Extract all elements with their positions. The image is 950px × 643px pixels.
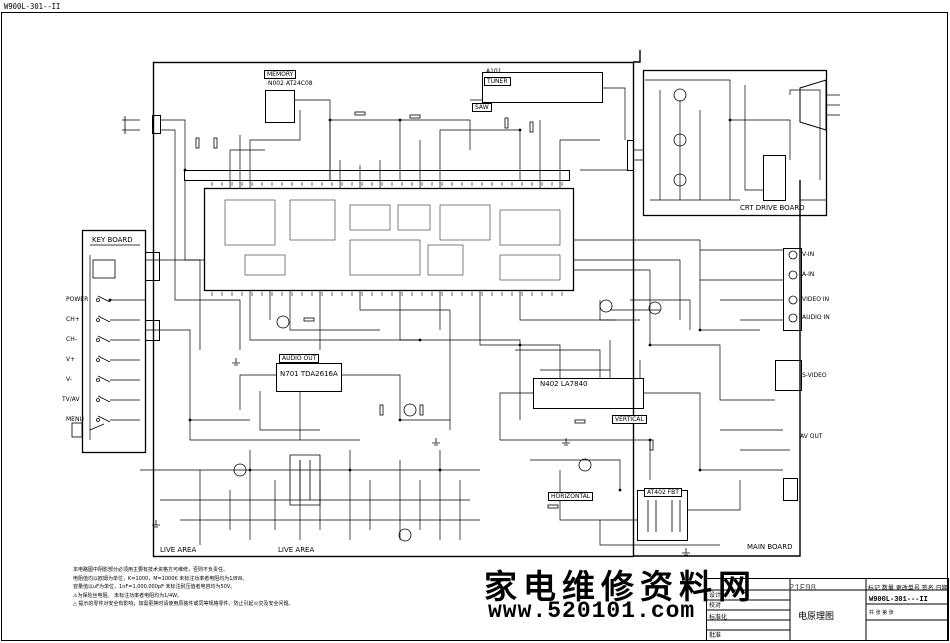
saw-label: SAW [472,103,492,112]
title-block-doc-number: W900L-301---II [869,596,928,604]
audio-out-label: AUDIO OUT [279,354,320,363]
schematic-notes: 本电路图中阴影部分必须用主要有技术资格方可维修，否则不负责任。 电阻值均以欧姆为… [73,566,293,609]
key-label-power: POWER [66,296,89,303]
key-label-vol-down: V- [66,376,72,383]
memory-part-label: N002 AT24C08 [268,80,313,87]
title-block-page: 共 张 第 张 [869,610,894,616]
note-line: 本电路图中阴影部分必须用主要有技术资格方可维修，否则不负责任。 [73,567,229,573]
live-area-label-2: LIVE AREA [278,546,315,554]
watermark-chinese: 家电维修资料网 [484,567,757,606]
vertical-ic-label: N402 LA7840 [540,380,588,388]
vertical-label: VERTICAL [612,415,647,424]
note-line: 电阻值均以欧姆为单位，K=1000，M=1000K 未标注功率者电阻均为1/8W… [73,575,248,582]
av-input-label-4: AUDIO IN [802,314,830,321]
note-line: 容量值以uF为单位，1nF=1,000,000pF 未标注耐压值者电容均为50V… [73,584,236,590]
title-block-checked: 校对 [709,602,722,609]
main-board-label: MAIN BOARD [747,543,793,551]
svideo-label: S-VIDEO [802,372,827,379]
av-input-label-3: VIDEO IN [802,296,830,303]
tuner-ref-label: A101 [486,68,502,75]
title-block-drawing-name: 电原理图 [798,612,835,622]
audio-ic-label: N701 TDA2616A [280,370,338,378]
watermark-url: www.520101.com [488,598,696,624]
live-area-label-1: LIVE AREA [160,546,197,554]
fbt-label: AT402 FBT [644,488,682,497]
crt-board-label: CRT DRIVE BOARD [740,204,805,212]
av-out-label: AV OUT [800,433,823,440]
key-label-menu: MENU [66,416,84,423]
title-block-standard: 标准化 [709,614,728,621]
title-block-model: 21F98 [789,583,817,593]
key-board-label: KEY BOARD [92,236,133,244]
doc-ref-top: W900L-301--II [4,2,61,11]
key-label-tvav: TV/AV [62,396,80,403]
note-line: ⚠为保险丝电阻。 未标注功率者电阻均为1/4W。 [73,592,183,599]
note-line: △ 提示的零件对安全有影响，如需更换时请使用原装件或同等规格零件，防止引起火灾及… [73,601,294,607]
title-block-designed: 设计 [709,592,722,599]
memory-label: MEMORY [264,70,297,79]
av-input-label-2: A-IN [802,271,815,278]
title-block-revision-header: 标记 数量 更改单号 签名 日期 [868,585,948,592]
key-label-ch-up: CH+ [66,316,80,323]
horizontal-label: HORIZONTAL [548,492,594,501]
key-label-ch-down: CH- [66,336,77,343]
tuner-label: TUNER [484,77,511,86]
key-label-vol-up: V+ [66,356,76,363]
title-block-approved: 批准 [709,632,722,639]
av-input-label-1: V-IN [802,251,815,258]
